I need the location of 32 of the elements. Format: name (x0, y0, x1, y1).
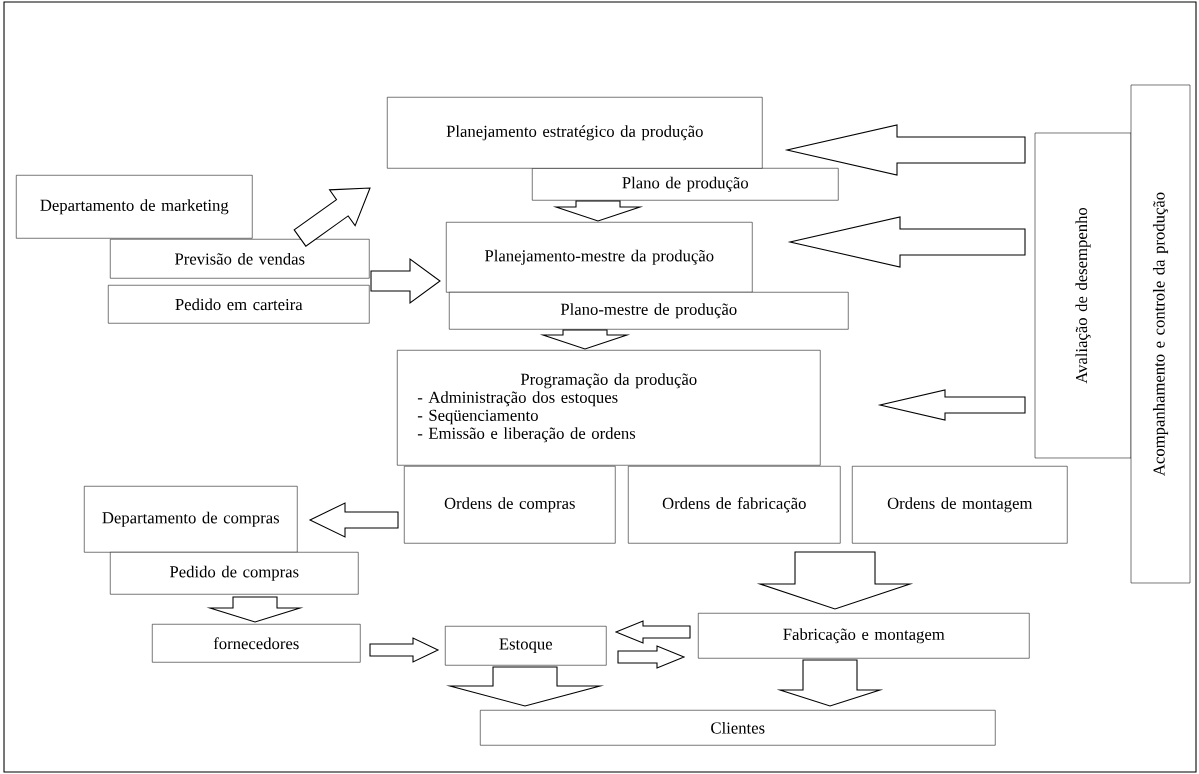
process-box: Ordens de fabricação (628, 466, 841, 544)
block-arrow (206, 596, 304, 623)
block-arrow (445, 666, 605, 707)
process-box: Previsão de vendas (110, 239, 370, 279)
process-box: Plano-mestre de produção (449, 292, 849, 330)
process-box: Plano de produção (532, 168, 839, 201)
block-arrow (539, 329, 631, 350)
block-arrow (787, 216, 1026, 268)
block-arrow (370, 257, 441, 305)
block-arrow (877, 389, 1026, 421)
block-arrow (784, 124, 1026, 176)
block-arrow (308, 502, 399, 538)
process-box: Ordens de compras (404, 466, 616, 544)
block-arrow (369, 637, 440, 663)
block-arrow (614, 620, 691, 644)
block-arrow (293, 187, 371, 247)
block-arrow (552, 200, 644, 222)
block-arrow (776, 659, 884, 707)
process-box: Ordens de montagem (852, 466, 1068, 544)
process-box: Departamento de compras (84, 486, 298, 553)
process-box: Departamento de marketing (16, 175, 253, 239)
process-box: Planejamento-mestre da produção (446, 222, 753, 293)
block-arrow (617, 645, 686, 669)
process-box: Pedido em carteira (108, 285, 370, 324)
process-box: Avaliação de desempenho (1034, 132, 1132, 459)
process-box: Pedido de compras (110, 552, 359, 595)
process-box: Estoque (445, 626, 607, 666)
process-box: Clientes (480, 710, 996, 746)
process-box: Acompanhamento e controle da produção (1130, 84, 1191, 584)
process-box: Fabricação e montagem (698, 613, 1030, 659)
block-arrow (756, 551, 914, 610)
process-box: fornecedores (152, 624, 361, 663)
